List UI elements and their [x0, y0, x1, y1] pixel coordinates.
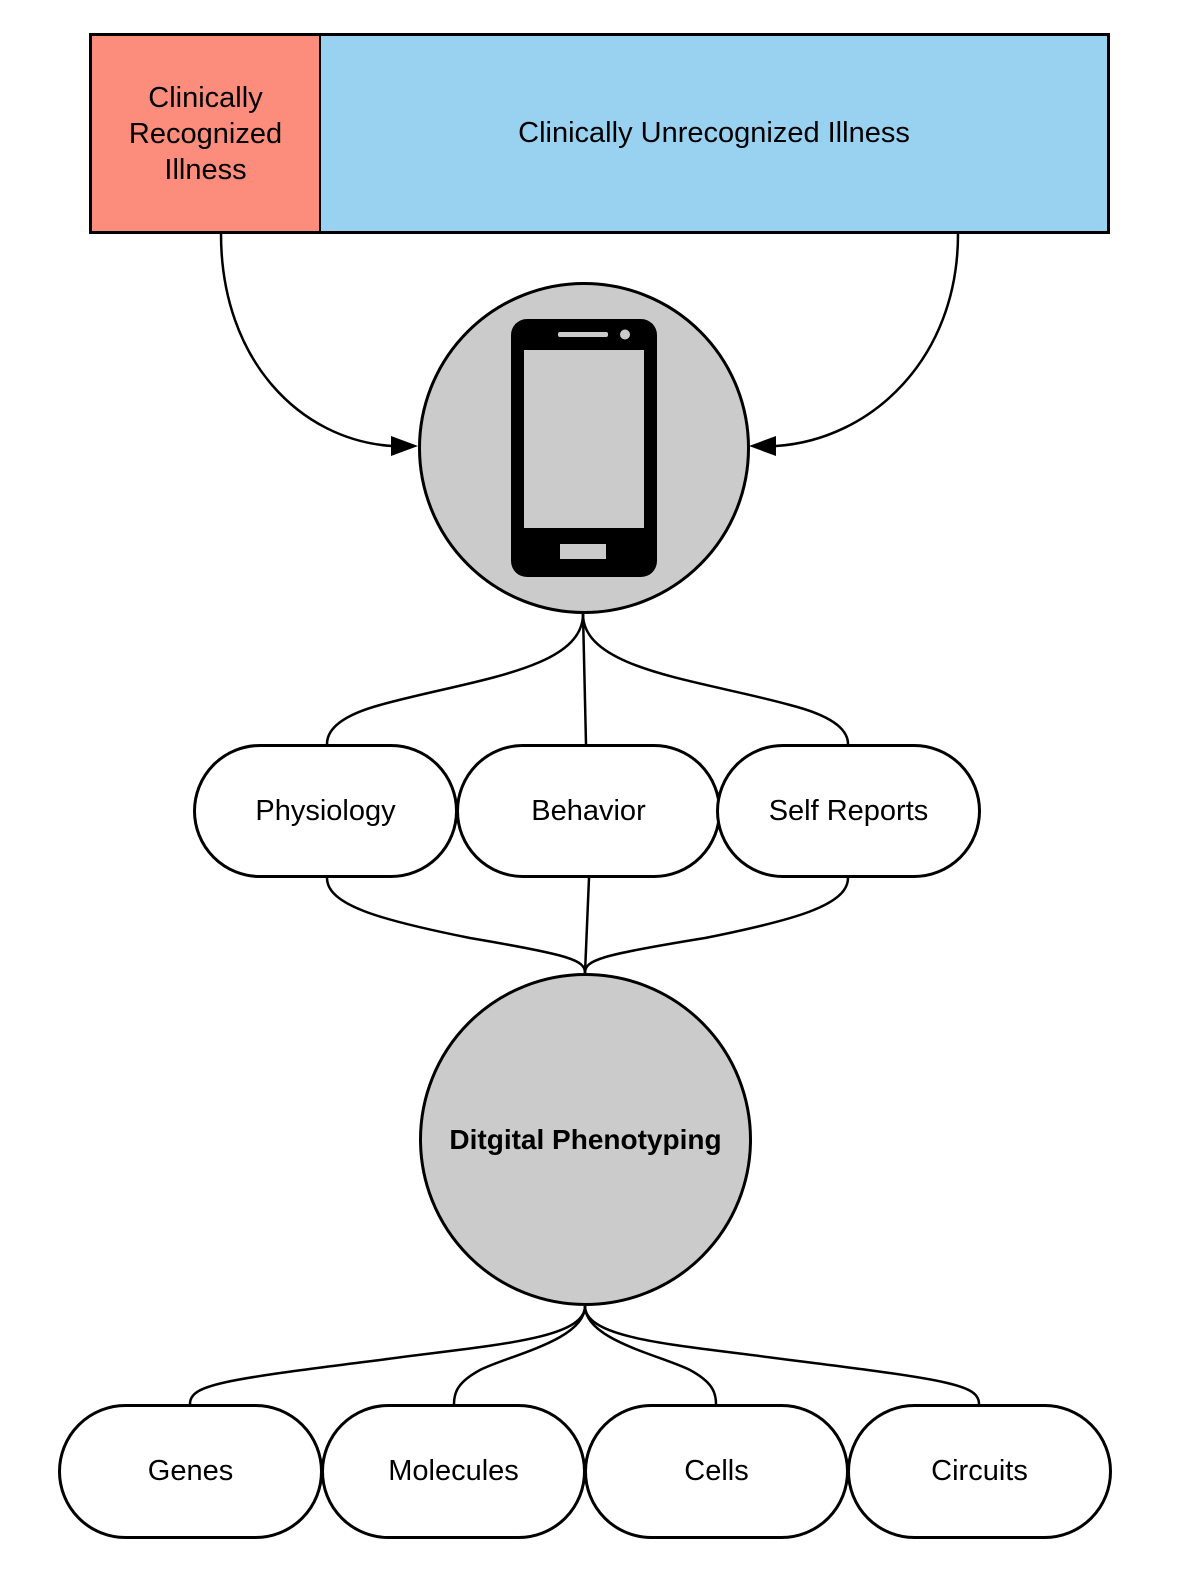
arrow-recognized-to-phone	[219, 233, 393, 448]
node-genes-label: Genes	[147, 1455, 234, 1487]
node-behavior: Behavior	[456, 744, 721, 878]
link-phone-physiology	[325, 613, 585, 745]
node-self-reports-label: Self Reports	[768, 794, 929, 827]
clinically-recognized-illness-box: Clinically Recognized Illness	[89, 33, 321, 234]
link-physiology-pheno	[325, 877, 587, 974]
node-physiology: Physiology	[193, 744, 458, 878]
clinically-unrecognized-illness-box: Clinically Unrecognized Illness	[319, 33, 1110, 234]
digital-phenotyping-node: Ditgital Phenotyping	[419, 973, 752, 1306]
arrowhead-right-icon	[749, 436, 776, 456]
node-genes: Genes	[58, 1404, 323, 1539]
node-molecules: Molecules	[321, 1404, 586, 1539]
node-self-reports: Self Reports	[716, 744, 981, 878]
link-selfreports-pheno	[583, 877, 850, 974]
link-pheno-genes	[188, 1305, 587, 1405]
link-pheno-cells	[583, 1305, 718, 1405]
digital-phenotyping-label: Ditgital Phenotyping	[449, 1123, 722, 1155]
link-phone-behavior	[581, 613, 588, 745]
link-pheno-molecules	[452, 1305, 587, 1405]
unrecognized-label: Clinically Unrecognized Illness	[518, 117, 910, 149]
arrowhead-left-icon	[391, 436, 418, 456]
link-phone-selfreports	[581, 613, 850, 745]
link-pheno-circuits	[583, 1305, 981, 1405]
arrow-unrecognized-to-phone	[775, 233, 960, 448]
smartphone-node	[418, 282, 750, 614]
link-behavior-pheno	[583, 877, 591, 974]
node-molecules-label: Molecules	[388, 1455, 519, 1487]
node-circuits: Circuits	[847, 1404, 1112, 1539]
node-cells: Cells	[584, 1404, 849, 1539]
recognized-label: Clinically Recognized Illness	[128, 81, 283, 186]
node-behavior-label: Behavior	[531, 794, 646, 827]
node-cells-label: Cells	[684, 1455, 749, 1487]
smartphone-icon	[511, 319, 657, 577]
node-circuits-label: Circuits	[931, 1455, 1028, 1487]
node-physiology-label: Physiology	[255, 794, 396, 827]
